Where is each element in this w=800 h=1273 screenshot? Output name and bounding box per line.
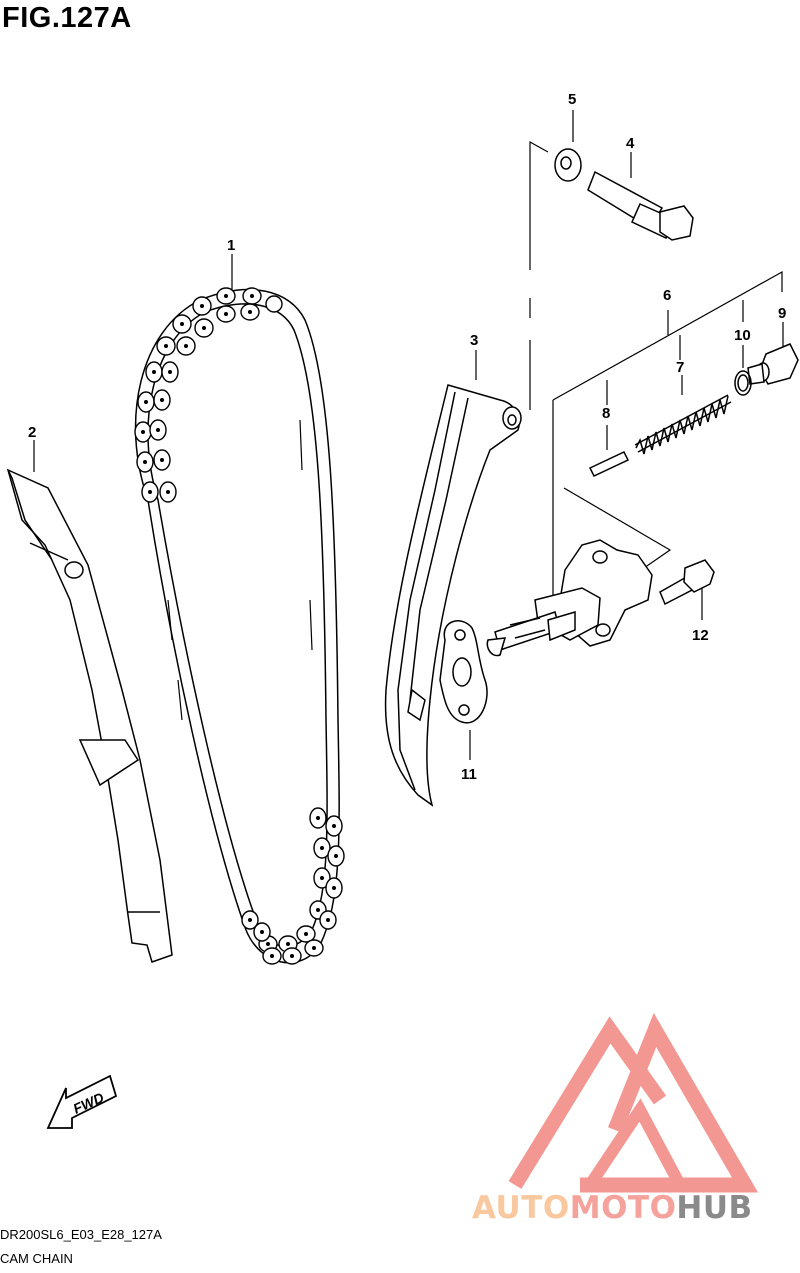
pivot-bolt[interactable]	[587, 170, 694, 241]
callout-12: 12	[692, 627, 709, 644]
callout-9: 9	[778, 305, 786, 322]
gasket[interactable]	[439, 620, 488, 724]
callout-11: 11	[461, 766, 477, 783]
cam-chain[interactable]	[134, 287, 345, 965]
callout-4: 4	[626, 135, 635, 152]
callout-8: 8	[602, 405, 610, 422]
brand-part-1: AUTO	[472, 1190, 570, 1226]
spring[interactable]	[634, 394, 732, 455]
leader-lines	[33, 110, 784, 760]
callout-2: 2	[28, 424, 36, 441]
o-ring[interactable]	[734, 370, 752, 396]
chain-guide[interactable]	[6, 468, 173, 963]
tensioner-arm[interactable]	[384, 384, 522, 807]
watermark-brand-text: AUTOMOTOHUB	[472, 1190, 753, 1226]
diagram-code: DR200SL6_E03_E28_127A	[0, 1227, 162, 1242]
callout-5: 5	[568, 91, 576, 108]
brand-part-2: MOTO	[569, 1190, 677, 1226]
callout-7: 7	[676, 359, 684, 376]
washer[interactable]	[554, 148, 582, 182]
diagram-description: CAM CHAIN	[0, 1251, 73, 1266]
figure-title: FIG.127A	[2, 2, 132, 34]
callout-3: 3	[470, 332, 478, 349]
brand-part-3: HUB	[676, 1190, 753, 1226]
callout-10: 10	[734, 327, 751, 344]
fwd-arrow: FWD	[46, 1074, 118, 1129]
mounting-bolt[interactable]	[659, 559, 715, 606]
callout-1: 1	[227, 237, 235, 254]
pin[interactable]	[588, 451, 630, 477]
tensioner-assembly[interactable]	[486, 539, 653, 657]
cap-bolt[interactable]	[747, 343, 799, 385]
watermark-logo-graphic	[508, 1012, 759, 1193]
callout-numbers: 1 2 3 4 5 6 7 8 9 10 11 12	[28, 91, 786, 783]
callout-6: 6	[663, 287, 671, 304]
